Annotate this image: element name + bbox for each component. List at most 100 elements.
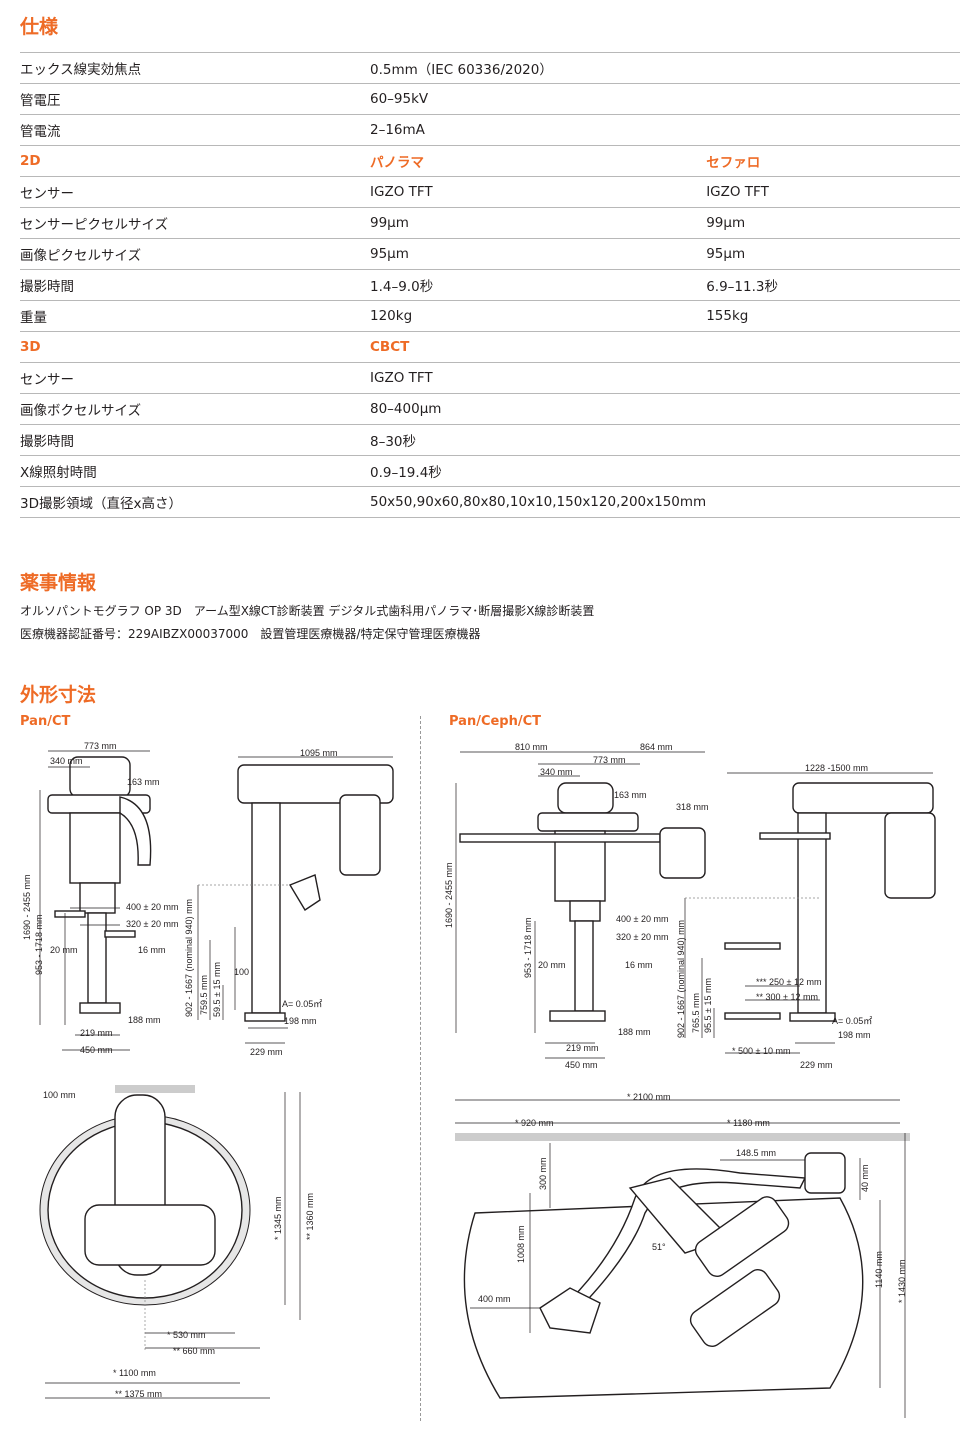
dim-953-1718-r: 953 - 1718 mm [523, 917, 533, 978]
dim-100: 100 [234, 967, 249, 977]
spec-value: 60–95kV [370, 83, 707, 115]
dim-198: 198 mm [284, 1016, 317, 1026]
spec-value: IGZO TFT [370, 362, 707, 394]
pan-ceph-ct-label: Pan/Ceph/CT [449, 714, 542, 729]
dim-100-top: 100 mm [43, 1090, 76, 1100]
spec-value [706, 362, 960, 394]
spec-value [706, 331, 960, 363]
dim-1095: 1095 mm [300, 748, 338, 758]
dim-530: * 530 mm [167, 1330, 206, 1340]
spec-value [706, 486, 960, 518]
spec-label: 重量 [20, 300, 370, 332]
pan-ct-front-view: 773 mm 340 mm 163 mm 1690 - 2455 mm 953 … [22, 741, 178, 1055]
dim-953-1718: 953 - 1718 mm [34, 914, 44, 975]
spec-label: 管電流 [20, 114, 370, 146]
dim-660: ** 660 mm [173, 1346, 215, 1356]
dim-1360: ** 1360 mm [305, 1193, 315, 1240]
angle-51: 51° [652, 1242, 666, 1252]
dim-198-r: 198 mm [838, 1030, 871, 1040]
spec-label: 管電圧 [20, 83, 370, 115]
dim-20-r: 20 mm [538, 960, 566, 970]
dim-1345: * 1345 mm [273, 1196, 283, 1240]
spec-value: 0.5mm（IEC 60336/2020） [370, 52, 707, 84]
dim-1430: * 1430 mm [897, 1259, 907, 1303]
spec-value: IGZO TFT [706, 176, 960, 208]
dim-318: 318 mm [676, 802, 709, 812]
dim-773-r: 773 mm [593, 755, 626, 765]
pan-ceph-ct-side-view: 1228 -1500 mm 902 - 1667 (nominal 940) m… [676, 763, 936, 1070]
spec-label: 3D撮影領域（直径x高さ） [20, 486, 370, 518]
dim-229-r: 229 mm [800, 1060, 833, 1070]
dim-1100: * 1100 mm [113, 1368, 156, 1378]
dim-1690-2455-r: 1690 - 2455 mm [444, 862, 454, 928]
dim-450-r: 450 mm [565, 1060, 598, 1070]
dim-area-r: A= 0.05㎡ [832, 1016, 872, 1026]
spec-value: 95μm [706, 238, 960, 270]
spec-value: 1.4–9.0秒 [370, 269, 707, 301]
dim-300: ** 300 ± 12 mm [756, 992, 818, 1002]
dim-400-r: 400 ± 20 mm [616, 914, 668, 924]
spec-value [706, 455, 960, 487]
dim-163-r: 163 mm [614, 790, 647, 800]
dim-148: 148.5 mm [736, 1148, 776, 1158]
regulatory-line-1: オルソパントモグラフ OP 3D アーム型X線CT診断装置 デジタル式歯科用パノ… [20, 604, 595, 618]
pan-ct-side-view: 1095 mm 902 - 1667 (nominal 940) mm 759.… [184, 748, 394, 1057]
dim-163: 163 mm [127, 777, 160, 787]
spec-value: IGZO TFT [370, 176, 707, 208]
dim-16: 16 mm [138, 945, 166, 955]
dim-219-r: 219 mm [566, 1043, 599, 1053]
pan-ct-label: Pan/CT [20, 714, 71, 729]
pan-ceph-ct-front-view: 810 mm 864 mm 773 mm 340 mm 163 mm 318 m… [444, 742, 709, 1070]
column-divider [420, 716, 421, 1421]
dim-500: * 500 ± 10 mm [732, 1046, 790, 1056]
regulatory-heading: 薬事情報 [20, 572, 97, 594]
dim-2100: * 2100 mm [627, 1092, 671, 1102]
dim-759: 759.5 mm [199, 975, 209, 1015]
dim-320-r: 320 ± 20 mm [616, 932, 668, 942]
dim-902-1667-r: 902 - 1667 (nominal 940) mm [676, 920, 686, 1038]
spec-value: 0.9–19.4秒 [370, 455, 707, 487]
spec-value: 50x50,90x60,80x80,10x10,150x120,200x150m… [370, 486, 707, 518]
pan-ct-top-view: 100 mm * 1345 mm ** 1360 mm * 530 mm ** … [39, 1085, 315, 1399]
dimensions-heading: 外形寸法 [20, 684, 97, 706]
spec-value: 2–16mA [370, 114, 707, 146]
dim-920: * 920 mm [515, 1118, 554, 1128]
spec-label: 撮影時間 [20, 269, 370, 301]
spec-value: 120kg [370, 300, 707, 332]
spec-value: 95μm [370, 238, 707, 270]
spec-value: 155kg [706, 300, 960, 332]
spec-label: 3D [20, 331, 370, 363]
spec-value: 6.9–11.3秒 [706, 269, 960, 301]
spec-label: 画像ボクセルサイズ [20, 393, 370, 425]
spec-value [706, 52, 960, 84]
dim-773: 773 mm [84, 741, 117, 751]
dim-95: 95.5 ± 15 mm [703, 978, 713, 1033]
dim-864: 864 mm [640, 742, 673, 752]
spec-label: 撮影時間 [20, 424, 370, 456]
dim-250: *** 250 ± 12 mm [756, 977, 821, 987]
dim-1008: 1008 mm [516, 1225, 526, 1263]
spec-value: 8–30秒 [370, 424, 707, 456]
spec-value: 99μm [370, 207, 707, 239]
dim-40: 40 mm [860, 1164, 870, 1192]
spec-value: セファロ [706, 145, 960, 177]
spec-value: CBCT [370, 331, 707, 363]
spec-label: X線照射時間 [20, 455, 370, 487]
pan-ceph-ct-top-view: * 2100 mm * 920 mm * 1180 mm 148.5 mm 30… [455, 1092, 910, 1418]
dim-810: 810 mm [515, 742, 548, 752]
spec-value [706, 393, 960, 425]
